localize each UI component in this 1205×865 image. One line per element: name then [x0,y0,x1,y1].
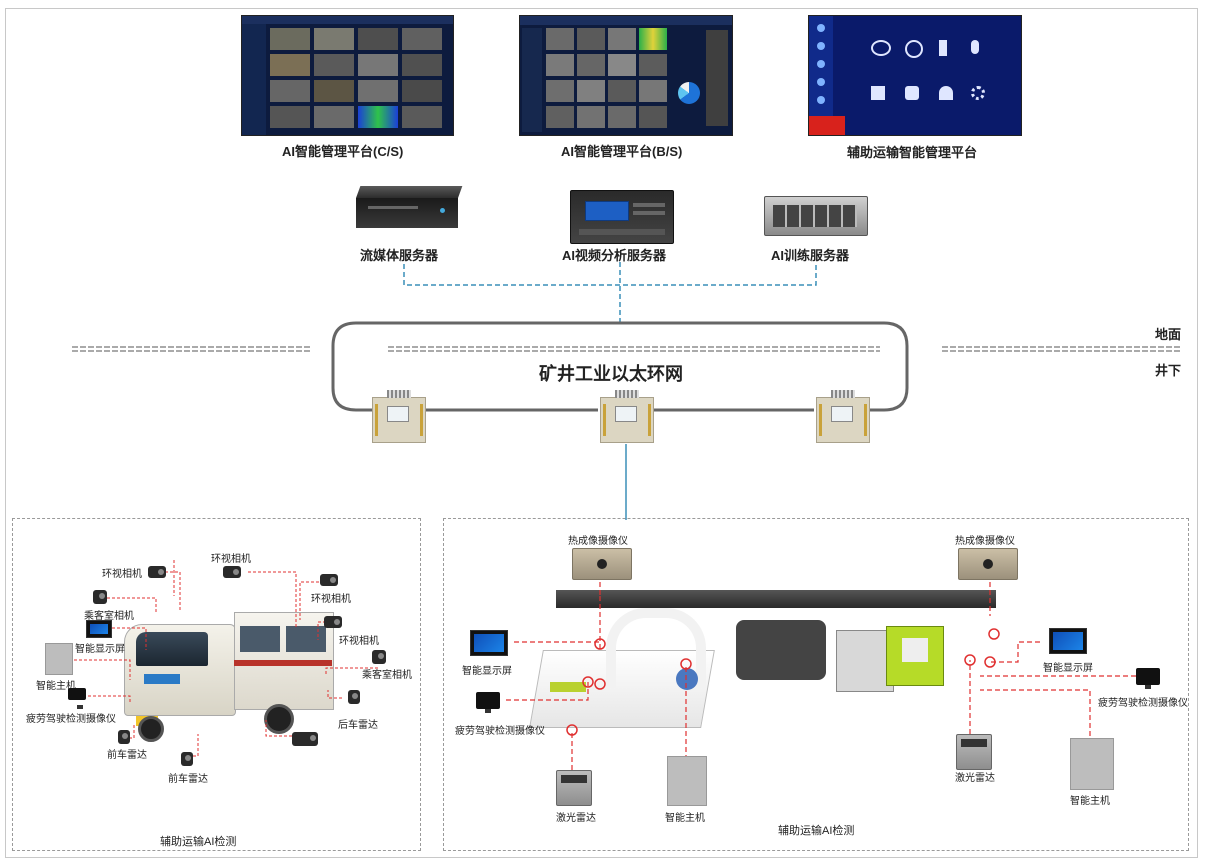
left-front-radar-label-2: 前车雷达 [168,774,208,785]
right-smart-display-icon-1 [470,630,508,656]
surround-camera-icon-2 [223,566,241,578]
left-front-radar-label-1: 前车雷达 [107,750,147,761]
underground-label: 井下 [1155,363,1182,378]
right-lidar-label-1: 激光雷达 [556,813,596,824]
radar-module-icon [292,732,318,746]
video-server-icon [570,190,674,244]
left-smart-display-label: 智能显示屏 [75,644,125,655]
ring-switch-right [816,390,870,443]
surround-camera-icon-1 [148,566,166,578]
left-panel-title: 辅助运输AI检测 [160,836,237,848]
stream-server-icon [356,186,463,238]
right-fatigue-camera-label-1: 疲劳驾驶检测摄像仪 [455,726,545,737]
left-rear-radar-label: 后车雷达 [338,720,378,731]
right-panel-title: 辅助运输AI检测 [778,825,855,837]
cs-platform-label: AI智能管理平台(C/S) [282,144,404,159]
rear-radar-icon [348,690,360,704]
right-smart-display-label-2: 智能显示屏 [1043,663,1093,674]
stream-server-label: 流媒体服务器 [360,248,439,263]
left-cabin-camera-label-2: 乘客室相机 [362,670,412,681]
aux-platform-label: 辅助运输智能管理平台 [847,145,978,160]
thermal-camera-icon-1 [572,548,632,580]
left-fatigue-camera-label: 疲劳驾驶检测摄像仪 [26,714,116,725]
right-smart-display-label-1: 智能显示屏 [462,666,512,677]
right-lidar-icon-1 [556,770,592,806]
left-smart-display-icon [86,620,112,638]
left-detection-panel [12,518,421,851]
right-fatigue-camera-label-2: 疲劳驾驶检测摄像仪 [1098,698,1188,709]
bs-platform-screenshot [519,15,733,136]
ring-switch-center [600,390,654,443]
left-smart-host-label: 智能主机 [36,681,76,692]
right-lidar-icon-2 [956,734,992,770]
transport-truck-image [124,612,334,752]
cs-platform-screenshot [241,15,454,136]
right-thermal-camera-label-2: 热成像摄像仪 [955,536,1015,547]
left-surround-camera-label-1: 环视相机 [102,569,142,580]
right-smart-display-icon-2 [1049,628,1087,654]
training-server-label: AI训练服务器 [771,248,850,263]
ring-switch-left [372,390,426,443]
thermal-camera-icon-2 [958,548,1018,580]
ring-network-label: 矿井工业以太环网 [539,364,683,384]
mining-vehicle-image [529,590,1008,740]
left-smart-host-icon [45,643,73,675]
right-smart-host-icon-2 [1070,738,1114,790]
diagram-frame [5,8,1198,858]
left-fatigue-camera-icon [68,688,86,709]
right-detection-panel [443,518,1189,851]
right-smart-host-label-1: 智能主机 [665,813,705,824]
surround-camera-icon-3 [320,574,338,586]
bs-platform-label: AI智能管理平台(B/S) [561,144,683,159]
cabin-camera-icon-1 [93,590,107,604]
surround-camera-icon-4 [324,616,342,628]
cabin-camera-icon-2 [372,650,386,664]
right-smart-host-label-2: 智能主机 [1070,796,1110,807]
front-radar-icon-1 [118,730,130,744]
training-server-icon [764,196,868,236]
aux-platform-screenshot [808,15,1022,136]
left-surround-camera-label-2: 环视相机 [211,554,251,565]
right-smart-host-icon-1 [667,756,707,806]
left-surround-camera-label-3: 环视相机 [311,594,351,605]
right-fatigue-camera-icon-2 [1136,668,1160,689]
left-surround-camera-label-4: 环视相机 [339,636,379,647]
left-cabin-camera-label-1: 乘客室相机 [84,611,134,622]
front-radar-icon-2 [181,752,193,766]
right-thermal-camera-label-1: 热成像摄像仪 [568,536,628,547]
right-lidar-label-2: 激光雷达 [955,773,995,784]
right-fatigue-camera-icon-1 [476,692,500,713]
ground-label: 地面 [1155,327,1182,342]
video-server-label: AI视频分析服务器 [562,248,667,263]
